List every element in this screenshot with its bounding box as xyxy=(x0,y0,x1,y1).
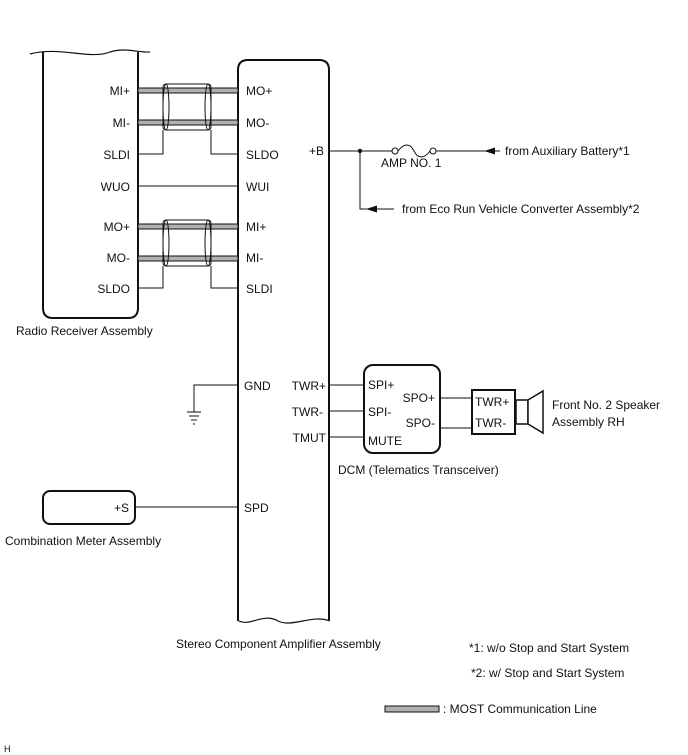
most-legend-swatch xyxy=(384,705,440,713)
amp-pin-twr-minus: TWR- xyxy=(292,405,323,419)
amp-pin-mi-minus: MI- xyxy=(246,251,263,265)
most-line-group-2 xyxy=(137,219,239,289)
amp-pin-mi-plus: MI+ xyxy=(246,220,266,234)
arrow-aux-icon xyxy=(484,147,495,155)
dcm-pin-spi-minus: SPI- xyxy=(368,405,391,419)
fuse-icon xyxy=(397,144,431,158)
footnote-1: *1: w/o Stop and Start System xyxy=(469,641,629,655)
radio-pin-wuo: WUO xyxy=(101,180,130,194)
speaker-label-line2: Assembly RH xyxy=(552,415,625,429)
amp-pin-mo-minus: MO- xyxy=(246,116,269,130)
dcm-pin-spo-minus: SPO- xyxy=(406,416,435,430)
fuse-terminal-right xyxy=(429,147,437,155)
arrow-eco-icon xyxy=(366,205,377,213)
combination-meter-label: Combination Meter Assembly xyxy=(5,534,161,548)
amp-pin-wui: WUI xyxy=(246,180,269,194)
amp-pin-sldo: SLDO xyxy=(246,148,279,162)
radio-pin-mo-plus: MO+ xyxy=(104,220,130,234)
dcm-telematics-transceiver: SPI+ SPI- MUTE SPO+ SPO- DCM (Telematics… xyxy=(338,364,499,477)
most-line-group-1 xyxy=(137,83,239,155)
from-auxiliary-battery: from Auxiliary Battery*1 xyxy=(505,144,630,158)
radio-pin-mi-plus: MI+ xyxy=(110,84,130,98)
amp-pin-mo-plus: MO+ xyxy=(246,84,272,98)
amp-pin-spd: SPD xyxy=(244,501,269,515)
speaker-pin-twr-minus: TWR- xyxy=(475,416,506,430)
speaker-icon xyxy=(527,389,544,435)
dcm-pin-spi-plus: SPI+ xyxy=(368,378,394,392)
amplifier-assembly: MO+ MO- SLDO WUI MI+ MI- SLDI GND SPD +B… xyxy=(176,59,381,651)
radio-pin-mo-minus: MO- xyxy=(107,251,130,265)
combination-meter-assembly: +S Combination Meter Assembly xyxy=(5,490,161,548)
most-legend-label: : MOST Communication Line xyxy=(443,702,597,716)
dcm-pin-spo-plus: SPO+ xyxy=(403,391,435,405)
from-eco-run-converter: from Eco Run Vehicle Converter Assembly*… xyxy=(402,202,640,216)
amp-pin-tmut: TMUT xyxy=(293,431,327,445)
dcm-label: DCM (Telematics Transceiver) xyxy=(338,463,499,477)
amp-pin-sldi: SLDI xyxy=(246,282,273,296)
radio-pin-sldo: SLDO xyxy=(97,282,130,296)
amp-pin-gnd: GND xyxy=(244,379,271,393)
speaker-label-line1: Front No. 2 Speaker xyxy=(552,398,660,412)
fuse-terminal-left xyxy=(391,147,399,155)
amp-pin-plus-b: +B xyxy=(309,144,324,158)
fuse-label: AMP NO. 1 xyxy=(381,156,442,170)
amp-pin-twr-plus: TWR+ xyxy=(292,379,326,393)
amp-to-dcm-wires xyxy=(329,384,364,438)
radio-receiver-assembly: MI+ MI- SLDI WUO MO+ MO- SLDO Radio Rece… xyxy=(16,49,153,338)
amplifier-label: Stereo Component Amplifier Assembly xyxy=(176,637,381,651)
meter-pin-plus-s: +S xyxy=(114,501,129,515)
corner-mark: H xyxy=(4,744,11,754)
ground-connection xyxy=(187,384,238,425)
radio-pin-sldi: SLDI xyxy=(103,148,130,162)
speaker-pin-twr-plus: TWR+ xyxy=(475,395,509,409)
power-supply: AMP NO. 1 from Auxiliary Battery*1 from … xyxy=(329,144,640,216)
front-speaker-rh: TWR+ TWR- Front No. 2 Speaker Assembly R… xyxy=(471,389,660,435)
footnote-2: *2: w/ Stop and Start System xyxy=(471,666,624,680)
radio-pin-mi-minus: MI- xyxy=(113,116,130,130)
dcm-pin-mute: MUTE xyxy=(368,434,402,448)
radio-receiver-label: Radio Receiver Assembly xyxy=(16,324,153,338)
